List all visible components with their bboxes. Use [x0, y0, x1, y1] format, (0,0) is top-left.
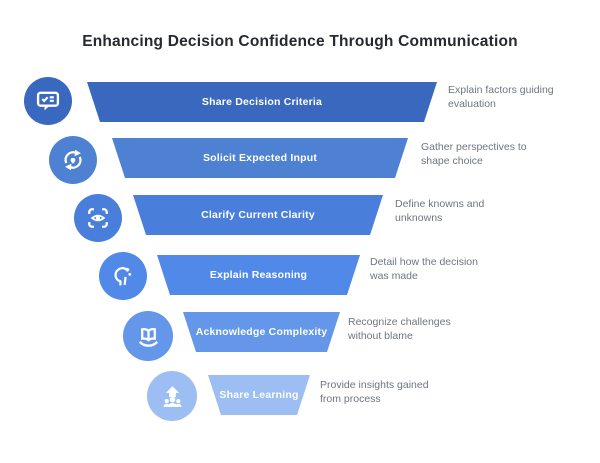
funnel-step-label: Clarify Current Clarity	[201, 209, 315, 221]
funnel-step-description: Gather perspectives to shape choice	[421, 141, 527, 168]
sync-heart-icon	[49, 136, 97, 184]
chat-checklist-icon	[24, 77, 72, 125]
focus-eye-icon	[74, 194, 122, 242]
funnel-step-description: Explain factors guiding evaluation	[448, 84, 554, 111]
funnel-step-explain-reasoning: Explain Reasoning	[157, 255, 360, 295]
page-title: Enhancing Decision Confidence Through Co…	[82, 33, 518, 50]
funnel-step-description: Detail how the decision was made	[370, 256, 478, 283]
funnel-step-label: Solicit Expected Input	[202, 152, 318, 164]
funnel-step-label: Acknowledge Complexity	[195, 326, 328, 338]
book-hand-icon	[123, 311, 173, 361]
funnel-step-share-learning: Share Learning	[208, 375, 310, 415]
funnel-step-share-decision-criteria: Share Decision Criteria	[87, 82, 437, 122]
funnel-step-label: Share Decision Criteria	[201, 96, 323, 108]
funnel-step-clarify-current-clarity: Clarify Current Clarity	[133, 195, 383, 235]
funnel-step-description: Provide insights gained from process	[320, 379, 429, 406]
funnel-step-label: Share Learning	[219, 389, 299, 401]
funnel-step-label: Explain Reasoning	[209, 269, 308, 281]
funnel-step-solicit-expected-input: Solicit Expected Input	[112, 138, 408, 178]
head-sparkle-icon	[99, 252, 147, 300]
funnel-step-description: Define knowns and unknowns	[395, 198, 485, 225]
funnel-step-description: Recognize challenges without blame	[348, 316, 451, 343]
share-growth-icon	[147, 371, 197, 421]
funnel-step-acknowledge-complexity: Acknowledge Complexity	[183, 312, 340, 352]
